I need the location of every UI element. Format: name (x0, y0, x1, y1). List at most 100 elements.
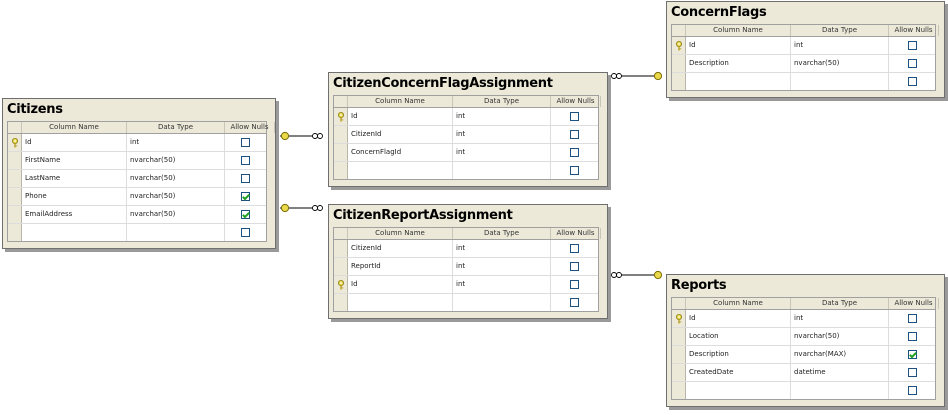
allow-nulls-checkbox[interactable] (907, 368, 917, 377)
column-name-cell[interactable]: ReportId (348, 258, 453, 275)
column-name-cell[interactable]: Id (348, 108, 453, 125)
allow-nulls-checkbox[interactable] (241, 138, 250, 147)
column-name-cell[interactable] (686, 382, 791, 399)
data-type-cell[interactable]: int (127, 134, 225, 151)
column-name-cell[interactable]: Id (348, 276, 453, 293)
allow-nulls-checkbox[interactable] (570, 112, 579, 121)
table-row[interactable] (672, 382, 935, 399)
data-type-cell[interactable]: nvarchar(MAX) (791, 346, 889, 363)
allow-nulls-checkbox[interactable] (907, 314, 917, 323)
data-type-cell[interactable]: nvarchar(50) (791, 55, 889, 72)
data-type-cell[interactable] (453, 162, 551, 179)
row-selector[interactable] (672, 73, 686, 90)
row-selector[interactable] (672, 364, 686, 381)
column-name-cell[interactable]: LastName (22, 170, 127, 187)
table-title[interactable]: Reports (671, 278, 727, 293)
data-type-cell[interactable]: datetime (791, 364, 889, 381)
column-name-header[interactable]: Column Name (686, 25, 791, 36)
row-selector[interactable] (334, 144, 348, 161)
allow-nulls-checkbox[interactable] (907, 59, 917, 68)
column-name-header[interactable]: Column Name (348, 228, 453, 239)
row-selector[interactable] (8, 224, 22, 241)
allow-nulls-checkbox[interactable] (907, 350, 917, 359)
data-type-cell[interactable]: int (453, 276, 551, 293)
table-row[interactable] (334, 294, 598, 311)
allow-nulls-checkbox[interactable] (907, 332, 917, 341)
row-selector[interactable] (334, 162, 348, 179)
column-name-cell[interactable]: Description (686, 55, 791, 72)
row-selector[interactable] (8, 188, 22, 205)
row-selector[interactable] (334, 294, 348, 311)
column-name-cell[interactable] (686, 73, 791, 90)
data-type-header[interactable]: Data Type (791, 298, 889, 309)
table-row[interactable] (672, 73, 935, 90)
table-title[interactable]: ConcernFlags (671, 5, 767, 20)
column-name-cell[interactable]: EmailAddress (22, 206, 127, 223)
data-type-cell[interactable] (791, 382, 889, 399)
column-name-cell[interactable] (348, 294, 453, 311)
allow-nulls-checkbox[interactable] (570, 298, 579, 307)
data-type-cell[interactable]: int (791, 37, 889, 54)
data-type-cell[interactable]: nvarchar(50) (127, 170, 225, 187)
data-type-cell[interactable]: int (453, 126, 551, 143)
row-selector[interactable] (334, 258, 348, 275)
row-selector[interactable] (8, 170, 22, 187)
column-name-cell[interactable]: Description (686, 346, 791, 363)
allow-nulls-checkbox[interactable] (570, 244, 579, 253)
column-name-cell[interactable]: Id (686, 37, 791, 54)
data-type-cell[interactable]: nvarchar(50) (791, 328, 889, 345)
row-selector-primary-key[interactable] (672, 37, 686, 54)
column-name-header[interactable]: Column Name (686, 298, 791, 309)
allow-nulls-header[interactable]: Allow Nulls (225, 122, 275, 133)
row-selector[interactable] (672, 346, 686, 363)
table-row[interactable] (8, 224, 266, 241)
row-selector[interactable] (672, 382, 686, 399)
data-type-header[interactable]: Data Type (127, 122, 225, 133)
column-name-header[interactable]: Column Name (22, 122, 127, 133)
row-selector-primary-key[interactable] (672, 310, 686, 327)
data-type-cell[interactable]: nvarchar(50) (127, 188, 225, 205)
allow-nulls-checkbox[interactable] (570, 280, 579, 289)
column-name-cell[interactable]: ConcernFlagId (348, 144, 453, 161)
data-type-cell[interactable]: nvarchar(50) (127, 152, 225, 169)
allow-nulls-checkbox[interactable] (241, 174, 250, 183)
column-name-cell[interactable] (348, 162, 453, 179)
data-type-cell[interactable]: int (453, 108, 551, 125)
table-row[interactable] (334, 162, 598, 179)
allow-nulls-checkbox[interactable] (570, 262, 579, 271)
allow-nulls-checkbox[interactable] (570, 130, 579, 139)
row-selector-primary-key[interactable] (334, 276, 348, 293)
column-name-cell[interactable]: FirstName (22, 152, 127, 169)
row-selector-primary-key[interactable] (334, 108, 348, 125)
data-type-cell[interactable]: int (453, 240, 551, 257)
row-selector[interactable] (672, 55, 686, 72)
allow-nulls-checkbox[interactable] (241, 156, 250, 165)
allow-nulls-header[interactable]: Allow Nulls (889, 298, 939, 309)
column-name-cell[interactable]: Id (686, 310, 791, 327)
data-type-header[interactable]: Data Type (453, 228, 551, 239)
table-title[interactable]: CitizenConcernFlagAssignment (333, 76, 553, 91)
row-selector[interactable] (8, 206, 22, 223)
row-selector[interactable] (334, 240, 348, 257)
allow-nulls-checkbox[interactable] (907, 77, 917, 86)
row-selector[interactable] (8, 152, 22, 169)
column-name-cell[interactable]: CitizenId (348, 240, 453, 257)
data-type-cell[interactable] (453, 294, 551, 311)
allow-nulls-checkbox[interactable] (241, 210, 250, 219)
